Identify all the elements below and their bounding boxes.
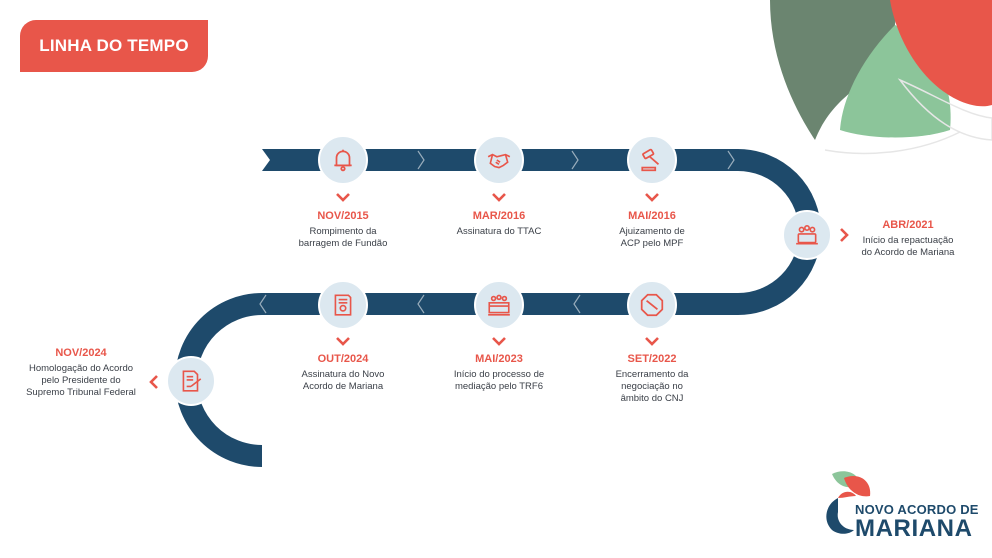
event-date: MAR/2016 bbox=[472, 210, 526, 222]
logo-wordmark: NOVO ACORDO DE MARIANA bbox=[855, 502, 979, 541]
chevron-down-icon bbox=[492, 337, 506, 346]
event-date: SET/2022 bbox=[627, 353, 677, 365]
event-label-out-2024: OUT/2024 Assinatura do Novo Acordo de Ma… bbox=[283, 353, 403, 393]
event-description: pelo Presidente do bbox=[41, 375, 121, 386]
stop-icon bbox=[640, 293, 664, 317]
event-label-set-2022: SET/2022 Encerramento da negociação no â… bbox=[592, 353, 712, 405]
bell-icon bbox=[334, 149, 352, 172]
node-nov-2024 bbox=[166, 356, 216, 406]
event-description: Supremo Tribunal Federal bbox=[26, 387, 136, 398]
logo-line-2: MARIANA bbox=[855, 515, 973, 542]
event-label-mai-2016: MAI/2016 Ajuizamento de ACP pelo MPF bbox=[592, 210, 712, 250]
event-description: Início do processo de bbox=[453, 369, 545, 380]
event-description: negociação no bbox=[621, 381, 683, 392]
chevron-down-icon bbox=[645, 337, 659, 346]
event-description: ACP pelo MPF bbox=[620, 238, 684, 249]
gavel-icon bbox=[641, 148, 660, 172]
chevron-right-icon bbox=[840, 228, 849, 242]
event-date: MAI/2023 bbox=[475, 353, 523, 365]
event-label-mai-2023: MAI/2023 Início do processo de mediação … bbox=[434, 353, 564, 393]
node-set-2022 bbox=[627, 280, 677, 330]
event-description: Início da repactuação bbox=[862, 235, 954, 246]
event-description: Rompimento da bbox=[309, 226, 377, 237]
event-label-nov-2024: NOV/2024 Homologação do Acordo pelo Pres… bbox=[15, 347, 147, 399]
event-description: do Acordo de Mariana bbox=[861, 247, 955, 258]
event-description: Assinatura do TTAC bbox=[456, 226, 542, 237]
chevron-down-icon bbox=[336, 193, 350, 202]
event-description: barragem de Fundão bbox=[298, 238, 388, 249]
node-out-2024 bbox=[318, 280, 368, 330]
event-label-mar-2016: MAR/2016 Assinatura do TTAC bbox=[439, 210, 559, 238]
logo-line-1: NOVO ACORDO DE bbox=[855, 502, 979, 517]
logo-mark bbox=[826, 471, 871, 534]
meeting-icon bbox=[796, 224, 818, 245]
event-label-abr-2021: ABR/2021 Início da repactuação do Acordo… bbox=[848, 219, 968, 259]
chevron-down-icon bbox=[492, 193, 506, 202]
node-abr-2021 bbox=[782, 210, 832, 260]
event-label-nov-2015: NOV/2015 Rompimento da barragem de Fundã… bbox=[283, 210, 403, 250]
document-signature-icon bbox=[182, 370, 202, 392]
event-description: Encerramento da bbox=[615, 369, 689, 380]
event-date: NOV/2015 bbox=[317, 210, 369, 222]
node-mai-2023 bbox=[474, 280, 524, 330]
event-date: OUT/2024 bbox=[317, 353, 369, 365]
event-description: mediação pelo TRF6 bbox=[454, 381, 543, 392]
chevron-down-icon bbox=[336, 337, 350, 346]
chevron-down-icon bbox=[645, 193, 659, 202]
chevron-left-icon bbox=[149, 375, 158, 389]
event-date: ABR/2021 bbox=[882, 219, 934, 231]
page-title-badge: LINHA DO TEMPO bbox=[20, 20, 208, 72]
event-description: Homologação do Acordo bbox=[28, 363, 134, 374]
node-mai-2016 bbox=[627, 135, 677, 185]
event-description: Acordo de Mariana bbox=[302, 381, 384, 392]
handshake-icon bbox=[487, 153, 511, 169]
event-description: Ajuizamento de bbox=[619, 226, 685, 237]
page-title: LINHA DO TEMPO bbox=[39, 36, 189, 55]
certificate-icon bbox=[334, 294, 352, 316]
node-nov-2015 bbox=[318, 135, 368, 185]
event-description: âmbito do CNJ bbox=[620, 393, 684, 404]
event-date: NOV/2024 bbox=[55, 347, 107, 359]
event-description: Assinatura do Novo bbox=[301, 369, 385, 380]
event-date: MAI/2016 bbox=[628, 210, 676, 222]
node-mar-2016 bbox=[474, 135, 524, 185]
tribunal-icon bbox=[488, 294, 510, 316]
